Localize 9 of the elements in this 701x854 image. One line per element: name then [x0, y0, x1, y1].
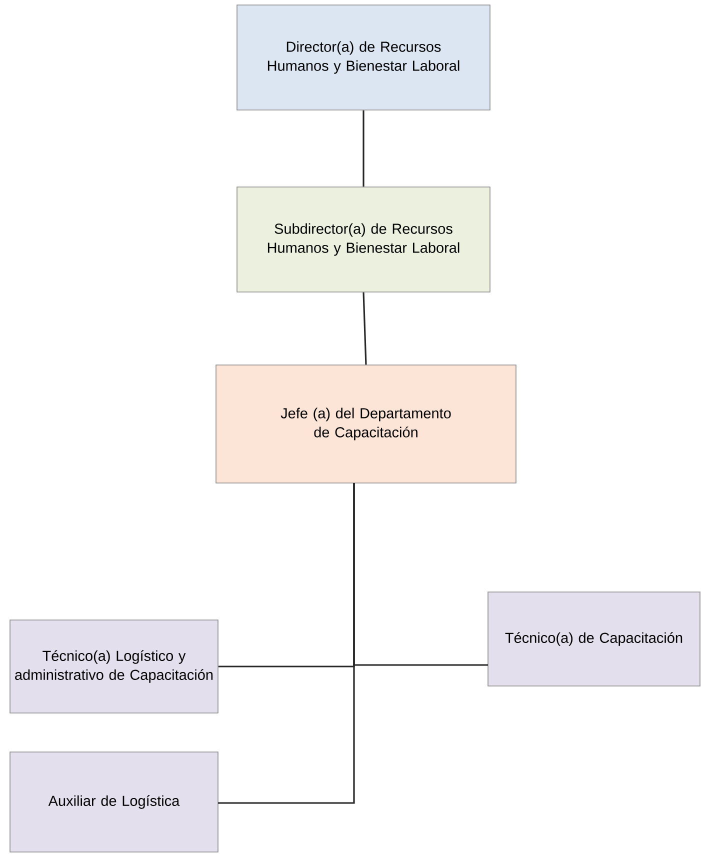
connector-line — [362, 292, 367, 365]
org-box: Técnico(a) Logístico y administrativo de Capacitación — [10, 620, 218, 714]
connector-line — [218, 483, 355, 804]
org-box: Auxiliar de Logística — [10, 752, 218, 852]
connector-line — [362, 110, 364, 187]
org-box: Técnico(a) de Capacitación — [488, 592, 700, 686]
org-box: Jefe (a) del Departamento de Capacitación — [216, 364, 516, 484]
org-box: Subdirector(a) de Recursos Humanos y Bienestar Laboral — [236, 186, 490, 292]
org-box: Director(a) de Recursos Humanos y Bienestar Laboral — [236, 4, 490, 110]
